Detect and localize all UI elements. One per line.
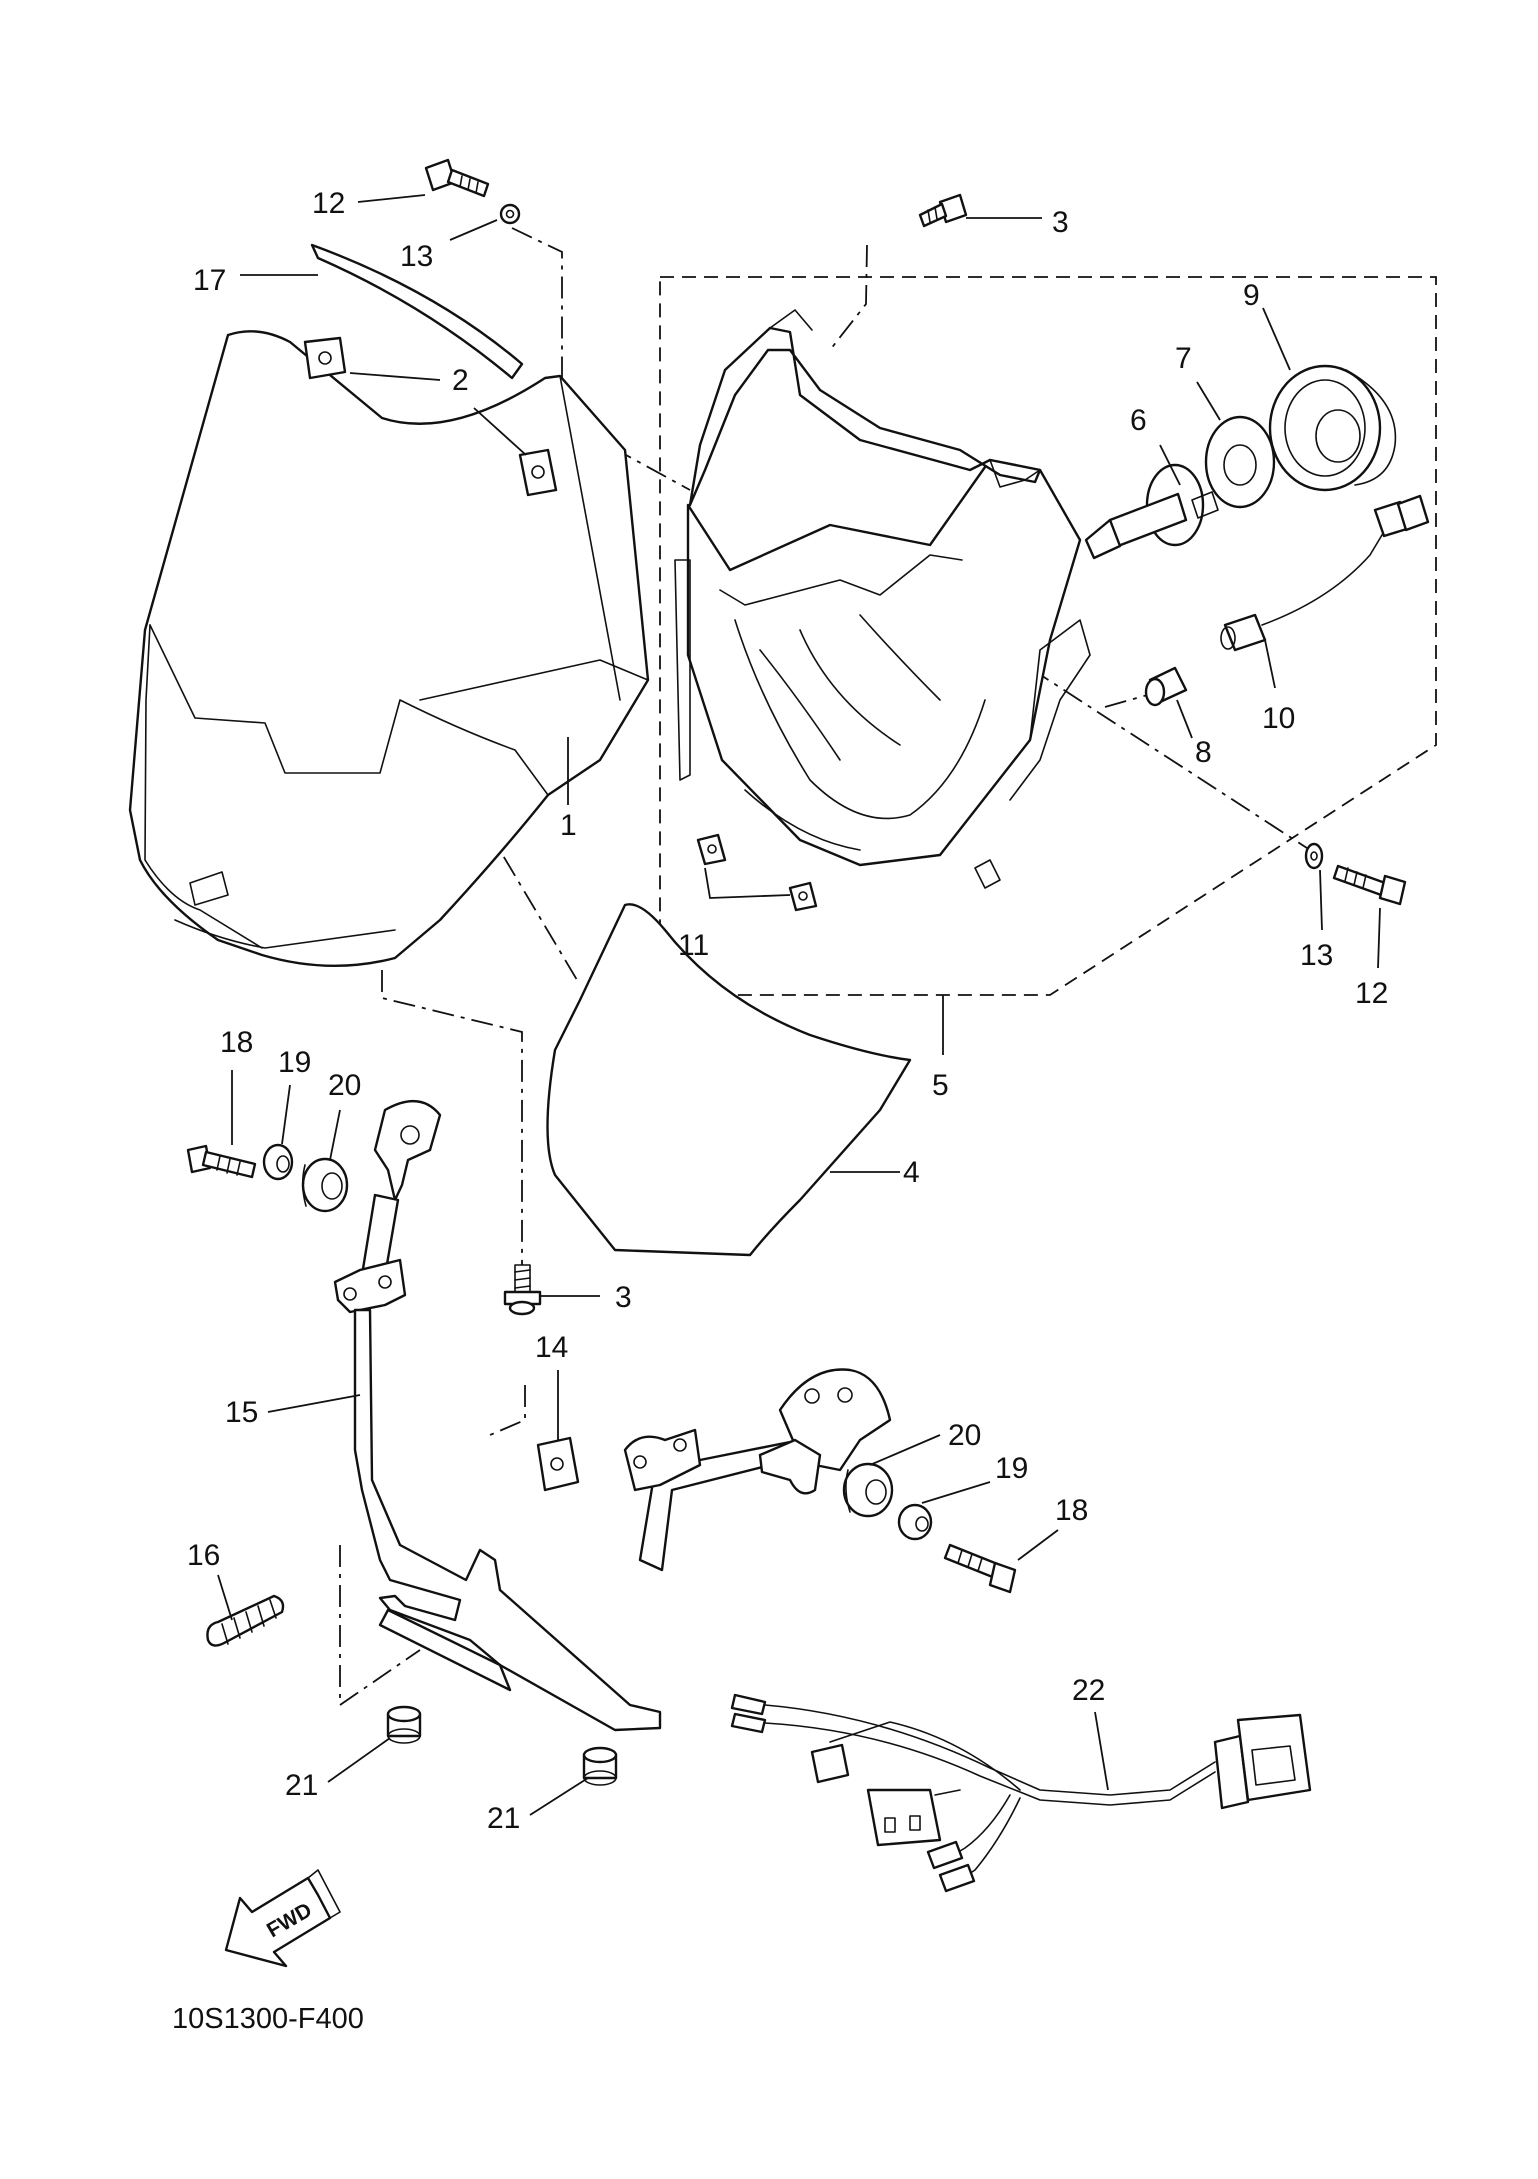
washer xyxy=(499,203,521,225)
collar xyxy=(897,1503,933,1541)
leader-line xyxy=(529,1777,589,1816)
bulb-seal-hole xyxy=(1223,444,1257,486)
callout-7: 7 xyxy=(1175,342,1192,375)
callout-2: 2 xyxy=(452,364,469,397)
leader-line xyxy=(329,1109,341,1161)
clip-nut xyxy=(518,448,558,497)
headlight-stay xyxy=(333,1099,892,1732)
damper xyxy=(582,1746,618,1786)
callout-4: 4 xyxy=(903,1156,920,1189)
leader-line xyxy=(869,1434,941,1466)
leader-line xyxy=(1176,699,1193,739)
callout-12: 12 xyxy=(312,187,345,220)
clip-nut xyxy=(788,881,818,912)
callout-13: 13 xyxy=(1300,939,1333,972)
callout-12: 12 xyxy=(1355,977,1388,1010)
callout-17: 17 xyxy=(193,264,226,297)
leader-line xyxy=(449,219,498,241)
bulb-cover xyxy=(1268,364,1397,492)
alignment-line xyxy=(829,244,868,351)
callout-22: 22 xyxy=(1072,1674,1105,1707)
leader-line xyxy=(349,372,441,381)
callout-6: 6 xyxy=(1130,404,1147,437)
washer-hole xyxy=(505,209,515,219)
callout-20: 20 xyxy=(948,1419,981,1452)
trim-strip xyxy=(310,243,524,380)
leader-line xyxy=(473,407,527,456)
collar xyxy=(262,1143,294,1181)
callout-14: 14 xyxy=(535,1331,568,1364)
drawing-code: 10S1300-F400 xyxy=(172,2003,364,2035)
alignment-line xyxy=(1029,667,1311,851)
leader-line xyxy=(281,1084,291,1145)
leader-line xyxy=(1196,381,1221,421)
bolt xyxy=(943,1543,1017,1594)
bolt xyxy=(424,158,490,198)
leader-line xyxy=(217,1574,233,1621)
leader-line xyxy=(357,194,426,203)
callout-18: 18 xyxy=(1055,1494,1088,1527)
collar-hole xyxy=(276,1155,290,1173)
callout-19: 19 xyxy=(995,1452,1028,1485)
callout-1: 1 xyxy=(560,809,577,842)
callout-11: 11 xyxy=(678,929,709,962)
leader-line xyxy=(1262,307,1291,371)
washer-hole xyxy=(1310,851,1318,861)
wire-harness xyxy=(730,1693,1312,1893)
callout-21: 21 xyxy=(487,1802,520,1835)
position-bulb xyxy=(1144,666,1188,707)
callout-8: 8 xyxy=(1195,736,1212,769)
leader-line xyxy=(267,1394,361,1413)
leader-line xyxy=(704,867,791,899)
screw xyxy=(918,193,968,228)
fwd-arrow-icon xyxy=(224,1869,341,1968)
callout-15: 15 xyxy=(225,1396,258,1429)
leader-line xyxy=(921,1481,991,1504)
callout-19: 19 xyxy=(278,1046,311,1079)
alignment-line xyxy=(381,970,523,1265)
leader-line xyxy=(1159,444,1181,486)
callout-3: 3 xyxy=(615,1281,632,1314)
clip-nut xyxy=(696,833,727,866)
clip-nut xyxy=(303,336,347,380)
callout-18: 18 xyxy=(220,1026,253,1059)
spring xyxy=(206,1594,285,1647)
washer xyxy=(1304,842,1324,870)
callout-5: 5 xyxy=(932,1069,949,1102)
collar-hole xyxy=(915,1516,929,1532)
leader-line xyxy=(1094,1711,1109,1791)
alignment-line xyxy=(339,1545,421,1707)
callout-21: 21 xyxy=(285,1769,318,1802)
headlight-bulb xyxy=(1084,463,1219,560)
callout-3: 3 xyxy=(1052,206,1069,239)
bolt xyxy=(1332,864,1407,906)
bulb-seal xyxy=(1204,415,1276,509)
screw xyxy=(503,1264,542,1316)
leader-line xyxy=(327,1737,391,1783)
headlight-cowl xyxy=(128,330,650,967)
bulb-socket xyxy=(1220,494,1430,652)
leader-line xyxy=(1319,869,1323,931)
leader-line xyxy=(1017,1529,1059,1561)
bolt xyxy=(186,1144,257,1179)
callout-9: 9 xyxy=(1243,279,1260,312)
alignment-line xyxy=(489,1385,526,1436)
callout-13: 13 xyxy=(400,240,433,273)
grommet xyxy=(842,1462,894,1518)
grommet xyxy=(301,1157,349,1213)
headlight-unit xyxy=(674,309,1091,889)
lens-panel xyxy=(546,903,912,1257)
callout-20: 20 xyxy=(328,1069,361,1102)
leader-line xyxy=(1377,907,1381,969)
leader-line xyxy=(1264,639,1276,689)
callout-10: 10 xyxy=(1262,702,1295,735)
clip-nut xyxy=(536,1436,580,1492)
damper xyxy=(386,1705,422,1744)
callout-16: 16 xyxy=(187,1539,220,1572)
